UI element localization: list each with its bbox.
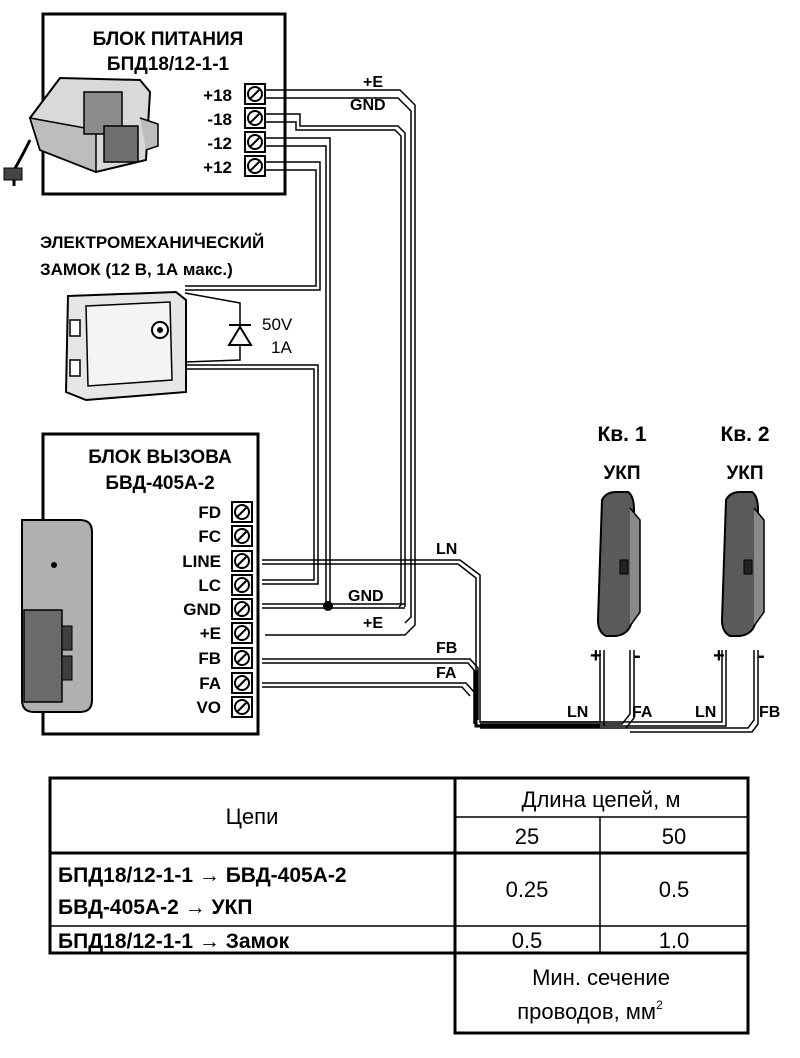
table-value-b1: 0.5 — [512, 928, 543, 953]
handset-2-image — [720, 491, 765, 637]
handset-2: Кв. 2 УКП + - LN FB — [695, 423, 780, 721]
psu-terminal-screw-0 — [244, 83, 266, 105]
call-term-label-4: GND — [183, 600, 221, 619]
call-term-label-1: FC — [198, 527, 221, 546]
table-footer-line1: Мин. сечение — [532, 965, 670, 990]
call-terminal-screw-0 — [231, 501, 253, 523]
psu-term-label-1: -18 — [207, 110, 232, 129]
table-value-a1: 0.25 — [506, 877, 549, 902]
psu-title: БЛОК ПИТАНИЯ — [93, 29, 244, 50]
psu-term-label-2: -12 — [207, 134, 232, 153]
lock-device-image — [64, 290, 187, 402]
call-term-label-3: LC — [198, 576, 221, 595]
table-row-label-1: БВД-405А-2 → УКП — [58, 896, 252, 919]
call-terminal-screw-2 — [231, 550, 253, 572]
wires — [184, 89, 759, 733]
wire-label-psu-e: +E — [363, 74, 383, 91]
call-unit-device-image — [21, 519, 93, 713]
handset-2-title: Кв. 2 — [720, 423, 769, 446]
call-term-label-8: VO — [196, 698, 221, 717]
handset-2-minus: - — [758, 645, 765, 667]
call-term-label-5: +E — [200, 624, 221, 643]
psu-model: БПД18/12-1-1 — [107, 54, 230, 75]
table-value-b2: 1.0 — [659, 928, 690, 953]
call-terminal-screw-8 — [231, 696, 253, 718]
psu-term-label-0: +18 — [203, 86, 232, 105]
wire-label-ln: LN — [436, 541, 457, 558]
call-term-label-0: FD — [198, 503, 221, 522]
call-unit-title: БЛОК ВЫЗОВА — [88, 447, 232, 468]
table-header-length: Длина цепей, м — [522, 787, 681, 812]
call-term-label-2: LINE — [182, 552, 221, 571]
call-term-label-6: FB — [198, 649, 221, 668]
wire-label-fb: FB — [436, 640, 457, 657]
diode-current: 1A — [271, 338, 292, 357]
psu-block: БЛОК ПИТАНИЯ БПД18/12-1-1 +18 -18 -12 +1… — [3, 12, 287, 196]
lock-title-line2: ЗАМОК (12 В, 1А макс.) — [40, 260, 233, 279]
call-unit-block: БЛОК ВЫЗОВА БВД-405А-2 FD FC LINE LC GND… — [21, 432, 260, 736]
call-term-label-7: FA — [199, 674, 221, 693]
wire-label-psu-gnd: GND — [350, 97, 386, 114]
handset-1: Кв. 1 УКП + - LN FA — [567, 423, 653, 721]
handset-1-left-label: LN — [567, 704, 588, 721]
handset-1-right-label: FA — [632, 704, 653, 721]
handset-1-minus: - — [634, 645, 641, 667]
call-terminal-screw-4 — [231, 598, 253, 620]
call-terminal-screw-3 — [231, 574, 253, 596]
psu-device-image — [3, 76, 159, 186]
table-row-label-0: БПД18/12-1-1 → БВД-405А-2 — [58, 864, 347, 887]
psu-terminal-screw-3 — [244, 155, 266, 177]
call-unit-model: БВД-405А-2 — [105, 473, 214, 494]
table-footer-superscript: 2 — [656, 998, 663, 1012]
handset-2-right-label: FB — [759, 704, 780, 721]
wire-label-e: +E — [363, 615, 383, 632]
table-header-len-25: 25 — [515, 824, 539, 849]
call-terminal-screw-6 — [231, 647, 253, 669]
table-header-len-50: 50 — [662, 824, 686, 849]
wire-label-gnd: GND — [348, 588, 384, 605]
psu-term-label-3: +12 — [203, 158, 232, 177]
wire-section-table: Цепи Длина цепей, м 25 50 БПД18/12-1-1 →… — [48, 776, 750, 1035]
call-terminal-screw-1 — [231, 525, 253, 547]
gnd-junction-dot — [323, 601, 333, 611]
table-header-circuits: Цепи — [226, 804, 279, 829]
table-row-label-2: БПД18/12-1-1 → Замок — [58, 930, 290, 953]
table-footer-text: проводов, мм — [517, 999, 656, 1024]
table-footer-line2: проводов, мм2 — [517, 998, 663, 1024]
diode-symbol — [227, 324, 253, 346]
call-terminal-screw-7 — [231, 672, 253, 694]
lock-title-line1: ЭЛЕКТРОМЕХАНИЧЕСКИЙ — [40, 233, 264, 252]
handset-2-left-label: LN — [695, 704, 716, 721]
handset-1-title: Кв. 1 — [597, 423, 646, 446]
psu-terminal-screw-1 — [244, 107, 266, 129]
table-value-a2: 0.5 — [659, 877, 690, 902]
handset-2-plus: + — [713, 645, 725, 667]
handset-2-model: УКП — [726, 463, 763, 484]
handset-1-image — [596, 491, 641, 637]
call-terminal-screw-5 — [231, 622, 253, 644]
handset-1-plus: + — [590, 645, 602, 667]
wire-label-fa: FA — [436, 665, 457, 682]
handset-1-model: УКП — [603, 463, 640, 484]
psu-terminal-screw-2 — [244, 131, 266, 153]
diode-voltage: 50V — [262, 315, 293, 334]
